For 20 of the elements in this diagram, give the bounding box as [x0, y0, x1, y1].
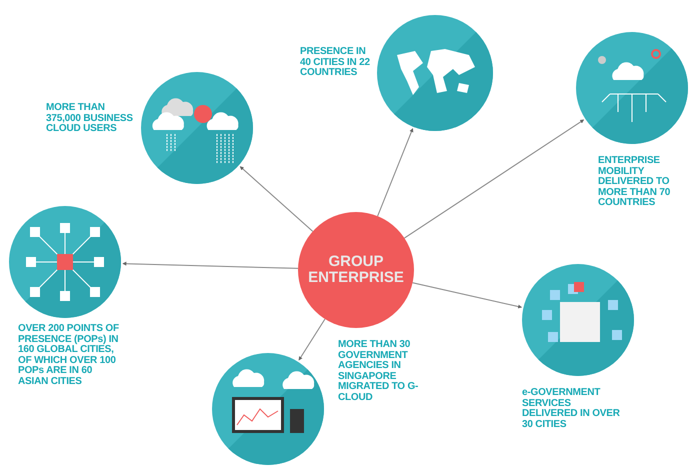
arrow	[412, 282, 522, 308]
stat-text: MORE THAN 30 GOVERNMENT AGENCIES IN SINGAPORE MIGRATED TO G-CLOUD	[338, 340, 420, 403]
arrow	[122, 262, 299, 269]
stat-text: e-GOVERNMENT SERVICES DELIVERED IN OVER 30 CITIES	[522, 388, 621, 430]
arrow	[404, 119, 584, 239]
hub-circle	[298, 212, 414, 328]
hub-label: GROUP ENTERPRISE	[307, 252, 405, 288]
stat-text: ENTERPRISE MOBILITY DELIVERED TO MORE THAN 70 COUNTRIES	[598, 156, 672, 208]
stat-text: PRESENCE IN 40 CITIES IN 22 COUNTRIES	[300, 47, 371, 78]
icon-circle	[522, 264, 634, 376]
arrow	[377, 128, 414, 217]
stat-text: MORE THAN 375,000 BUSINESS CLOUD USERS	[46, 103, 134, 134]
icon-circle	[576, 32, 688, 144]
arrow	[240, 166, 314, 232]
arrow	[298, 318, 326, 361]
icon-circle	[212, 353, 324, 465]
icon-circle	[141, 72, 253, 184]
icon-circle	[9, 206, 121, 318]
icon-circle	[377, 15, 493, 131]
stat-text: OVER 200 POINTS OF PRESENCE (POPs) IN 160 GLOBAL CITIES, OF WHICH OVER 100 POPs ARE IN 60 ASIAN CITIES	[18, 324, 120, 387]
